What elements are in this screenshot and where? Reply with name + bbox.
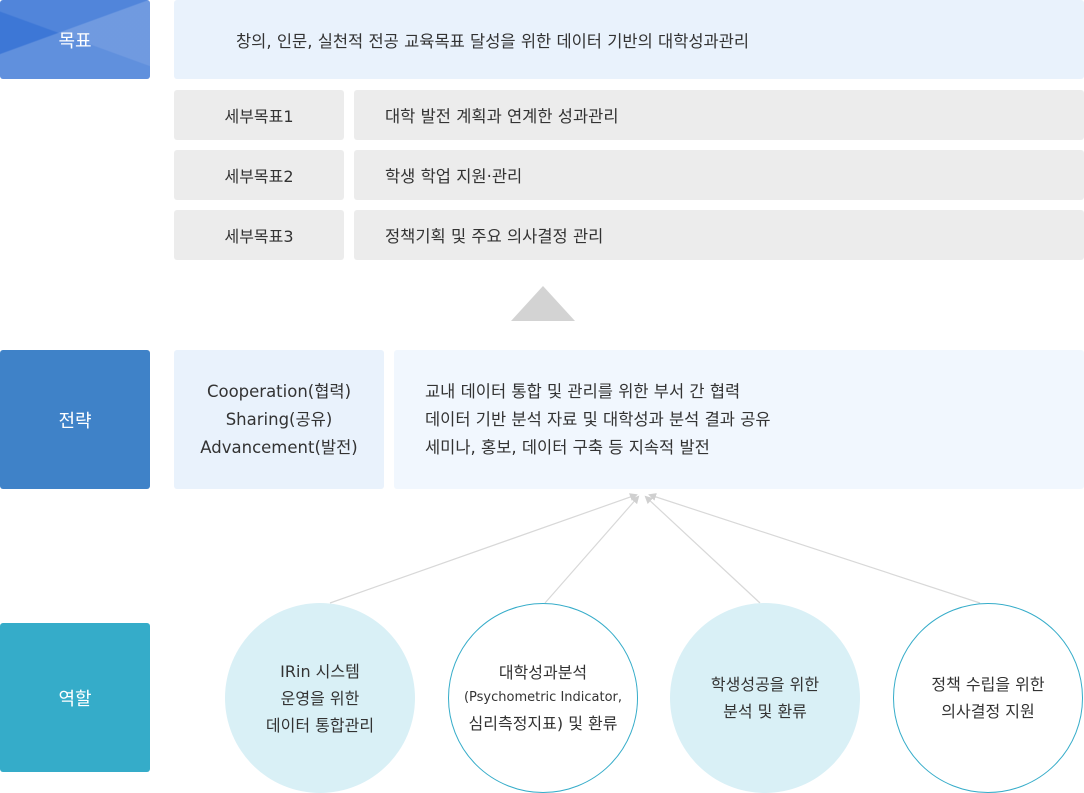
role-2-line: 심리측정지표) 및 환류 (468, 714, 618, 733)
strategy-principles-box: Cooperation(협력) Sharing(공유) Advancement(… (174, 350, 384, 489)
sub-goal-3-key: 세부목표3 (174, 210, 344, 260)
main-goal-text: 창의, 인문, 실천적 전공 교육목표 달성을 위한 데이터 기반의 대학성과관… (236, 31, 750, 51)
connector-line-3 (644, 495, 761, 604)
strategy-principle: Cooperation(협력) (206, 381, 352, 401)
up-arrow-icon (511, 286, 575, 321)
role-label-text: 역할 (58, 688, 92, 710)
goal-section-label: 목표 (0, 0, 150, 79)
strategy-action: 교내 데이터 통합 및 관리를 위한 부서 간 협력 (425, 381, 741, 401)
sub-goal-1-key: 세부목표1 (174, 90, 344, 140)
sub-goal-2-value-text: 학생 학업 지원·관리 (385, 167, 523, 186)
sub-goal-1-value: 대학 발전 계획과 연계한 성과관리 (354, 90, 1084, 140)
sub-goal-1-value-text: 대학 발전 계획과 연계한 성과관리 (385, 107, 619, 126)
role-3-line: 분석 및 환류 (723, 702, 807, 721)
connector-line-4 (648, 493, 981, 604)
sub-goal-1-key-text: 세부목표1 (224, 107, 294, 126)
role-3-line: 학생성공을 위한 (710, 675, 820, 694)
strategy-principle: Advancement(발전) (200, 437, 358, 457)
strategy-action: 데이터 기반 분석 자료 및 대학성과 분석 결과 공유 (425, 409, 771, 429)
strategy-action: 세미나, 홍보, 데이터 구축 등 지속적 발전 (425, 437, 710, 457)
role-4-line: 의사결정 지원 (941, 702, 1035, 721)
main-goal-box: 창의, 인문, 실천적 전공 교육목표 달성을 위한 데이터 기반의 대학성과관… (174, 0, 1084, 79)
role-section-label: 역할 (0, 623, 150, 772)
sub-goal-3-value: 정책기획 및 주요 의사결정 관리 (354, 210, 1084, 260)
sub-goal-2-key: 세부목표2 (174, 150, 344, 200)
strategy-label-text: 전략 (58, 410, 92, 432)
sub-goal-2-value: 학생 학업 지원·관리 (354, 150, 1084, 200)
sub-goal-3-value-text: 정책기획 및 주요 의사결정 관리 (385, 227, 604, 246)
role-2-line: (Psychometric Indicator, (463, 690, 623, 705)
role-circle-1: IRin 시스템 운영을 위한 데이터 통합관리 (225, 603, 415, 793)
role-circle-3: 학생성공을 위한 분석 및 환류 (670, 603, 860, 793)
role-2-line: 대학성과분석 (498, 663, 588, 682)
goal-label-text: 목표 (58, 30, 92, 52)
sub-goal-2-key-text: 세부목표2 (224, 167, 294, 186)
role-1-line: 운영을 위한 (280, 688, 360, 708)
strategy-actions-box: 교내 데이터 통합 및 관리를 위한 부서 간 협력 데이터 기반 분석 자료 … (394, 350, 1084, 489)
strategy-principle: Sharing(공유) (225, 409, 333, 429)
role-4-line: 정책 수립을 위한 (931, 675, 1045, 694)
role-circle-2: 대학성과분석 (Psychometric Indicator, 심리측정지표) … (448, 603, 638, 793)
role-circle-4: 정책 수립을 위한 의사결정 지원 (893, 603, 1083, 793)
role-1-line: 데이터 통합관리 (265, 715, 375, 735)
sub-goal-3-key-text: 세부목표3 (224, 227, 294, 246)
strategy-section-label: 전략 (0, 350, 150, 489)
connector-line-1 (329, 493, 638, 604)
role-1-line: IRin 시스템 (280, 661, 360, 681)
connector-line-2 (544, 495, 640, 604)
